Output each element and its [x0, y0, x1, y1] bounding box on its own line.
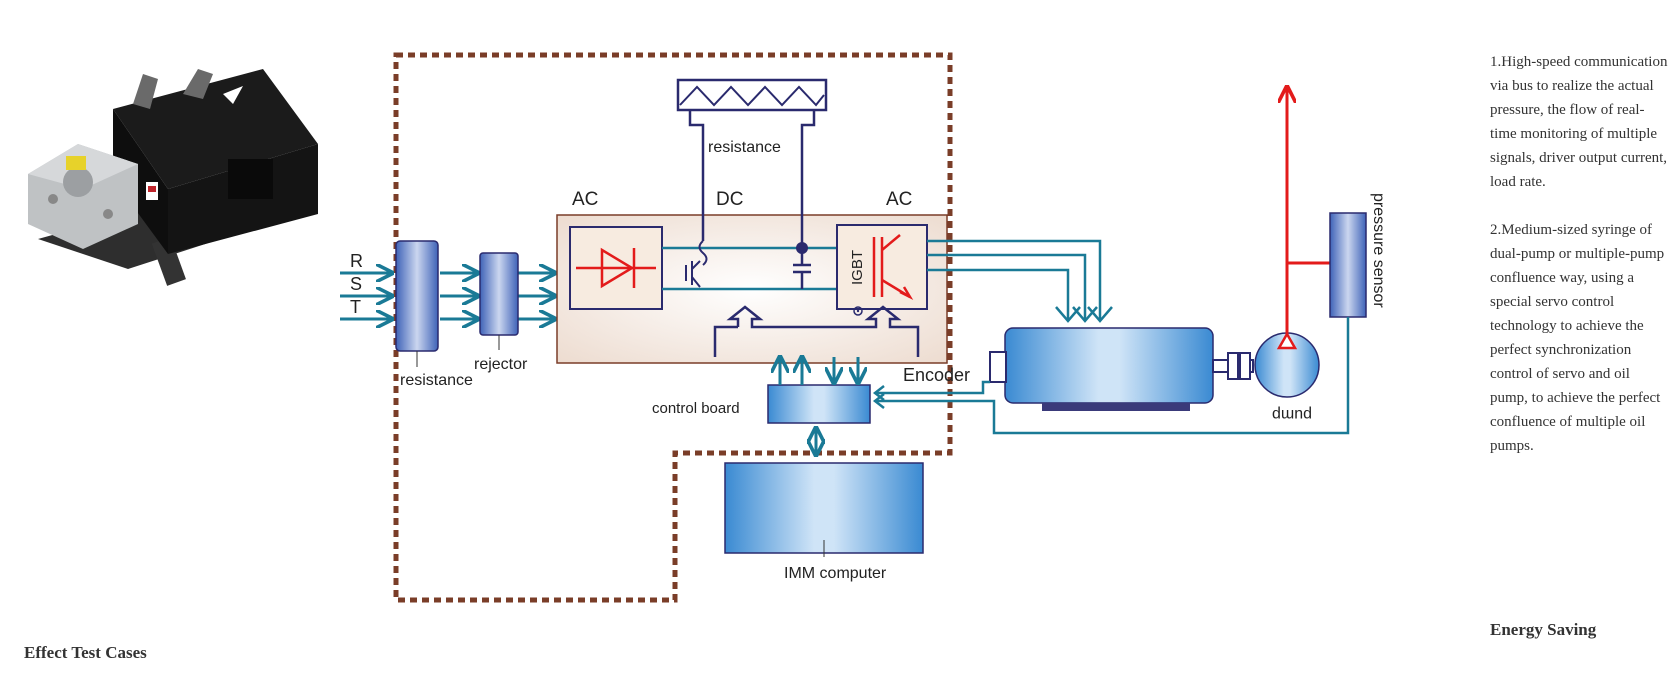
- input-label-s: S: [350, 274, 362, 294]
- imm-computer: [724, 462, 924, 554]
- brake-resistor: [676, 78, 828, 112]
- energy-saving-heading: Energy Saving: [1490, 620, 1597, 639]
- imm-computer-label: IMM computer: [784, 565, 887, 582]
- feature-item-1: 1.High-speed communication via bus to re…: [1490, 54, 1668, 190]
- igbt-label: IGBT: [849, 250, 866, 285]
- effect-test-cases-heading: Effect Test Cases: [24, 643, 147, 662]
- input-label-r: R: [350, 251, 363, 271]
- control-board-label: control board: [652, 400, 740, 417]
- encoder-block: [989, 351, 1007, 383]
- rejector-label: rejector: [474, 356, 528, 373]
- dc-label: DC: [716, 189, 743, 210]
- chopper-transistor-icon: [685, 240, 708, 288]
- resistance-label: resistance: [400, 372, 473, 389]
- ac-right-label: AC: [886, 189, 912, 210]
- igbt-icon: [872, 234, 914, 301]
- servo-motor: [1004, 327, 1214, 404]
- feature-description: 1.High-speed communication via bus to re…: [1490, 50, 1668, 482]
- feature-item-2: 2.Medium-sized syringe of dual-pump or m…: [1490, 222, 1665, 454]
- encoder-label: Encoder: [903, 365, 970, 385]
- pump-label: pump: [1272, 406, 1312, 423]
- resistance-tube: [395, 240, 439, 352]
- rejector-tube: [479, 252, 519, 336]
- pressure-sensor: [1329, 212, 1367, 318]
- ac-left-label: AC: [572, 189, 598, 210]
- diode-icon: [576, 247, 656, 289]
- capacitor-icon: [793, 248, 811, 289]
- pressure-sensor-label: pressure sensor: [1370, 193, 1387, 308]
- input-label-t: T: [350, 297, 361, 317]
- resistor-zigzag: [679, 85, 825, 107]
- resistance-top-label: resistance: [708, 139, 781, 156]
- servo-motor-pump-icon: [28, 69, 318, 286]
- servo-system-diagram: R S T resistance rejector AC DC AC resis…: [340, 52, 1387, 603]
- dashed-enclosure: [393, 52, 953, 603]
- control-board: [767, 384, 871, 424]
